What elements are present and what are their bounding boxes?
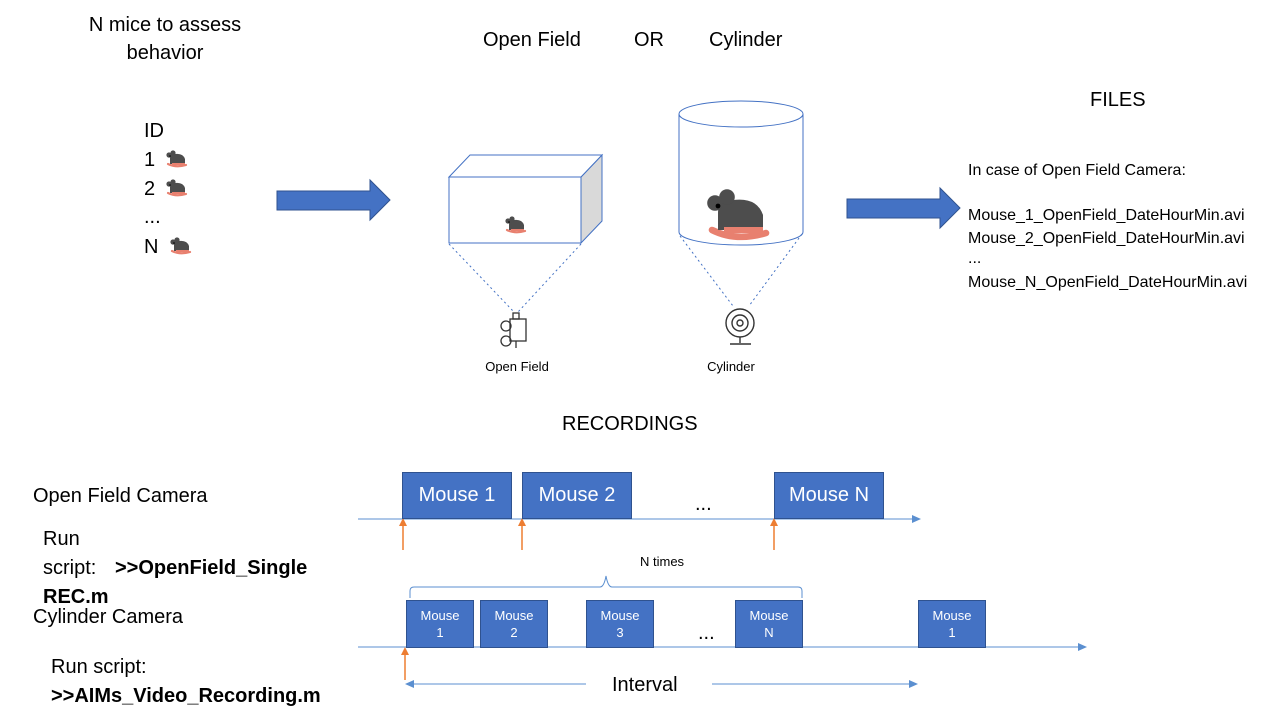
open-field-box xyxy=(447,153,604,245)
mouse-id: ... xyxy=(144,206,161,228)
cylinder-camera-label: Cylinder xyxy=(707,359,755,374)
open-field-camera-label: Open Field xyxy=(485,359,549,374)
cylinder-box xyxy=(678,100,804,246)
file-name: Mouse_1_OpenField_DateHourMin.avi xyxy=(968,207,1245,224)
files-intro: In case of Open Field Camera: xyxy=(968,162,1186,179)
files-header: FILES xyxy=(1090,89,1146,111)
recording-box: Mouse N xyxy=(774,472,884,519)
mouse-id: 1 xyxy=(144,149,156,171)
n-times-brace xyxy=(409,575,803,598)
ellipsis: ... xyxy=(695,493,712,515)
run-label: Run xyxy=(43,528,80,550)
webcam-icon xyxy=(725,308,755,345)
recording-box: Mouse 2 xyxy=(522,472,632,519)
n-times-label: N times xyxy=(640,554,685,569)
script-name-cont: REC.m xyxy=(43,586,109,608)
open-field-row-label: Open Field Camera xyxy=(33,485,208,507)
mouse-id: N xyxy=(144,236,159,258)
open-field-header: Open Field xyxy=(483,29,581,51)
mice-title: N mice to assess behavior xyxy=(88,14,242,64)
or-header: OR xyxy=(634,29,664,51)
script-name: >>AIMs_Video_Recording.m xyxy=(51,685,321,707)
cylinder-header: Cylinder xyxy=(709,29,783,51)
ellipsis: ... xyxy=(698,622,715,644)
file-name: ... xyxy=(968,250,982,267)
id-label: ID xyxy=(144,120,164,142)
recordings-header: RECORDINGS xyxy=(562,413,698,435)
interval-label: Interval xyxy=(612,674,678,696)
script-name: >>OpenField_Single xyxy=(115,557,308,579)
mouse-icon xyxy=(165,178,188,197)
cylinder-row-label: Cylinder Camera xyxy=(33,606,184,628)
mouse-icon xyxy=(165,149,188,168)
mouse-id: 2 xyxy=(144,178,156,200)
run-script-label: Run script: xyxy=(51,656,147,678)
run-script-prefix: script: xyxy=(43,557,97,579)
flow-arrow xyxy=(276,178,391,222)
mouse-icon xyxy=(169,236,192,255)
video-camera-icon xyxy=(500,312,527,348)
recording-box: Mouse 1 xyxy=(402,472,512,519)
file-name: Mouse_2_OpenField_DateHourMin.avi xyxy=(968,230,1245,247)
file-name: Mouse_N_OpenField_DateHourMin.avi xyxy=(968,274,1248,291)
flow-arrow xyxy=(846,186,961,230)
trigger-markers xyxy=(399,518,778,550)
